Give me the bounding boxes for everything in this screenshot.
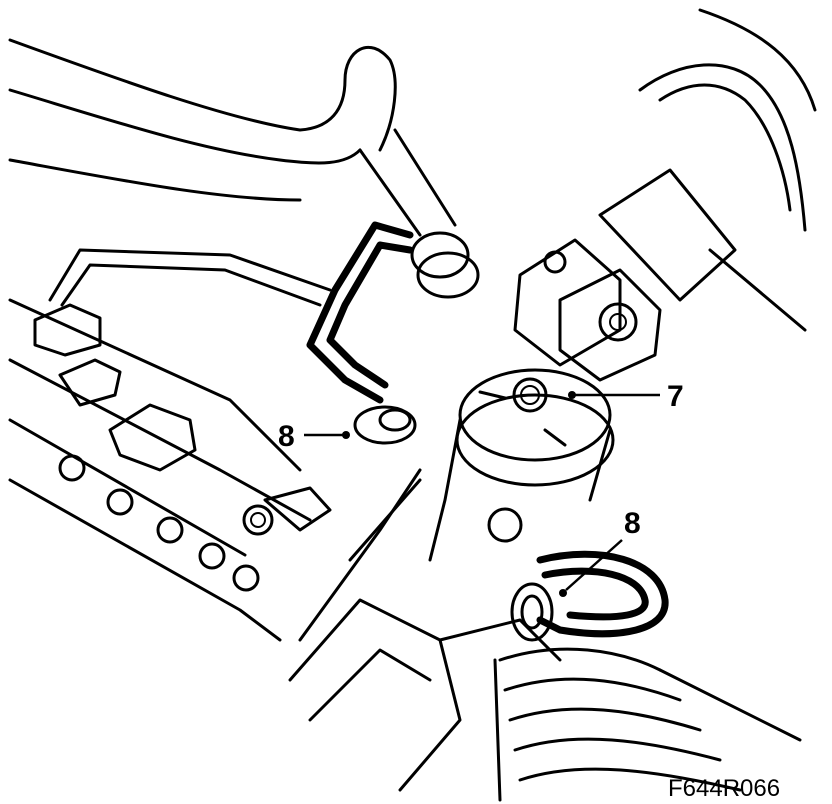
- callout-7: 7: [568, 380, 684, 413]
- small-pipe: [48, 248, 332, 307]
- callout-8-left-label: 8: [278, 420, 295, 453]
- upper-hose: [8, 38, 397, 202]
- return-line-left: [306, 221, 417, 445]
- callout-7-label: 7: [667, 380, 684, 413]
- callout-8-left-dot: [342, 431, 350, 439]
- return-line-right: [510, 550, 669, 642]
- valve-body: [428, 368, 615, 562]
- lower-housing: [288, 468, 562, 792]
- callout-8-right-dot: [559, 589, 567, 597]
- callout-8-left: 8: [278, 420, 350, 453]
- callout-8-right-leader: [565, 539, 623, 591]
- steering-shaft: [513, 8, 817, 382]
- callout-8-right-label: 8: [624, 507, 641, 540]
- bellows-boot: [493, 647, 802, 802]
- feed-pipe: [358, 128, 480, 299]
- rack-housing-left: [8, 298, 332, 642]
- callout-8-right: 8: [559, 507, 641, 597]
- figure-code: F644R066: [668, 775, 780, 802]
